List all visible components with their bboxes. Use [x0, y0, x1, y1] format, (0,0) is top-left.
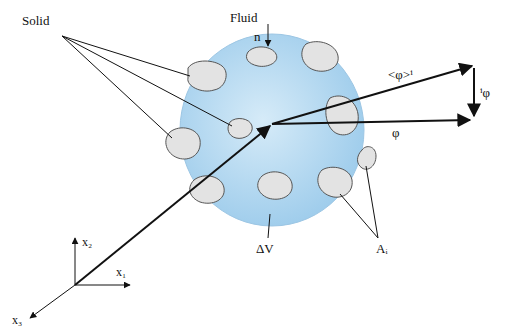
interface-label: Aᵢ — [376, 242, 388, 255]
normal-label: n — [254, 30, 261, 43]
fluid-label: Fluid — [230, 11, 257, 24]
average-label: <φ>ⁱ — [388, 68, 413, 81]
axis-label: x₂ — [82, 236, 92, 248]
deviation-label: ⁱφ — [480, 86, 490, 99]
axis-label: x₁ — [116, 266, 126, 278]
volume-label: ΔV — [256, 242, 274, 255]
variable-label: φ — [392, 126, 400, 139]
solid-label: Solid — [22, 14, 49, 27]
axis-label: x₃ — [12, 314, 22, 326]
